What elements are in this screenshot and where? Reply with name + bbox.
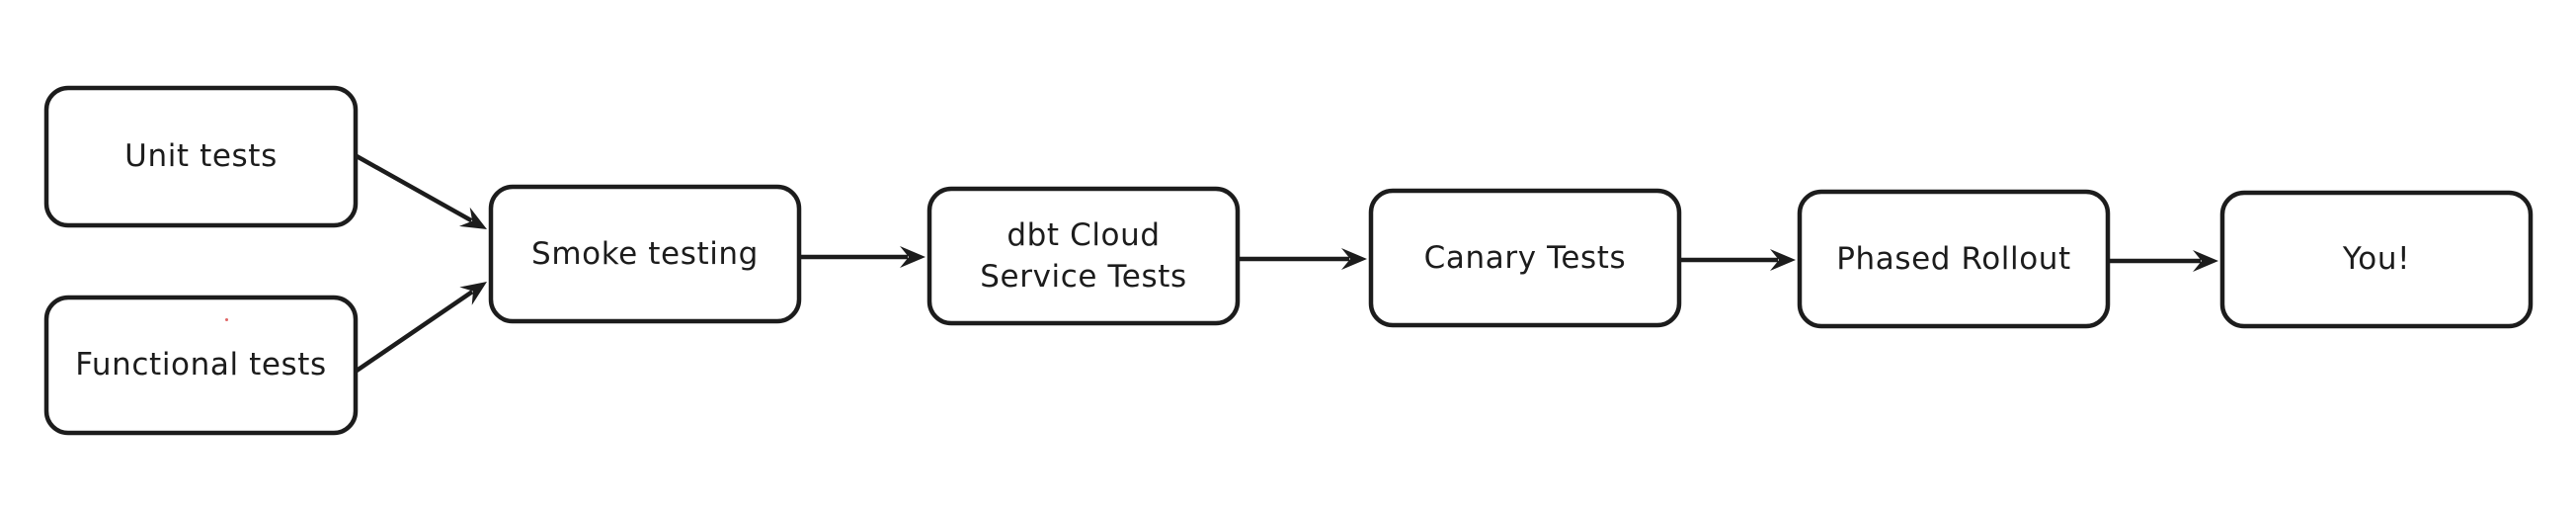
- node-box-smoke-testing[interactable]: [488, 184, 802, 324]
- node-box-phased-rollout[interactable]: [1797, 189, 2111, 329]
- edge-functional-to-smoke: [355, 282, 487, 373]
- edge-arrowhead: [459, 282, 487, 305]
- node-box-you[interactable]: [2219, 190, 2534, 329]
- edge-line: [355, 154, 473, 223]
- stray-speck: [225, 318, 228, 321]
- edges-layer: [355, 154, 2218, 373]
- edge-line: [355, 290, 474, 373]
- node-box-unit-tests[interactable]: [43, 85, 359, 228]
- edge-unit-to-smoke: [355, 154, 487, 229]
- edge-arrowhead: [1341, 248, 1367, 270]
- nodes-layer: [43, 85, 2534, 436]
- edge-dbt-to-canary: [1240, 248, 1367, 270]
- edge-arrowhead: [458, 207, 487, 229]
- edge-canary-to-phased: [1681, 249, 1796, 271]
- node-box-functional-tests[interactable]: [43, 295, 359, 436]
- node-box-canary-tests[interactable]: [1368, 188, 1682, 328]
- edge-arrowhead: [1770, 249, 1796, 271]
- node-box-dbt-cloud-service-tests[interactable]: [926, 186, 1241, 326]
- edge-phased-to-you: [2110, 250, 2218, 272]
- edge-smoke-to-dbt: [801, 246, 926, 268]
- edge-arrowhead: [2193, 250, 2218, 272]
- edge-arrowhead: [900, 246, 926, 268]
